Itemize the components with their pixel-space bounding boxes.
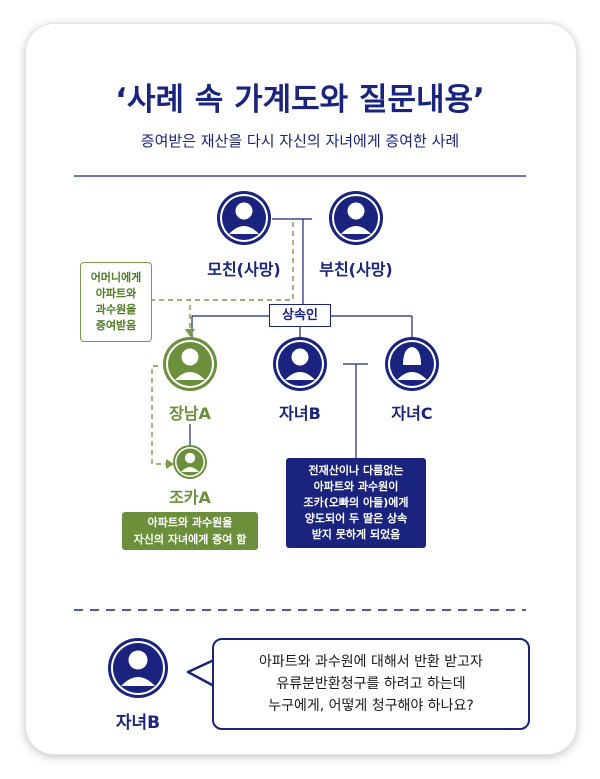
nephew-label: 조카A: [169, 488, 211, 507]
mother-icon: [217, 191, 271, 245]
page-subtitle: 증여받은 재산을 다시 자신의 자녀에게 증여한 사례: [140, 132, 460, 150]
child-c-icon: [385, 337, 439, 391]
bubble-tail: [186, 658, 216, 688]
asker-icon: [108, 638, 168, 698]
asker-label: 자녀B: [115, 713, 161, 733]
eldest-son-label: 장남A: [169, 404, 211, 423]
gift-arrow-nephew: [166, 459, 174, 469]
mother-label: 모친(사망): [207, 260, 281, 279]
gift-path-nephew: [151, 365, 170, 465]
child-b-label: 자녀B: [279, 404, 321, 423]
child-b-icon: [273, 337, 327, 391]
gift-to-child-note: 아파트와 과수원을 자신의 자녀에게 증여 함: [122, 512, 258, 550]
child-c-label: 자녀C: [391, 404, 433, 423]
eldest-son-icon: [163, 337, 217, 391]
heir-tag: 상속인: [269, 304, 331, 327]
nephew-icon: [173, 445, 207, 479]
gift-path-mother: [190, 222, 294, 301]
page-title: ‘사례 속 가계도와 질문내용’: [115, 82, 485, 118]
father-label: 부친(사망): [319, 260, 393, 279]
father-icon: [329, 191, 383, 245]
gift-arrow-eldest: [185, 329, 195, 337]
child-b-situation-note: 전재산이나 다름없는 아파트와 과수원이 조카(오빠의 아들)에게 양도되어 두…: [286, 458, 426, 548]
gift-from-mother-note: 어머니에게 아파트와 과수원을 증여받음: [80, 262, 152, 342]
gift-path-note: [150, 299, 191, 334]
question-bubble: 아파트와 과수원에 대해서 반환 받고자 유류분반환청구를 하려고 하는데 누구…: [212, 638, 530, 730]
